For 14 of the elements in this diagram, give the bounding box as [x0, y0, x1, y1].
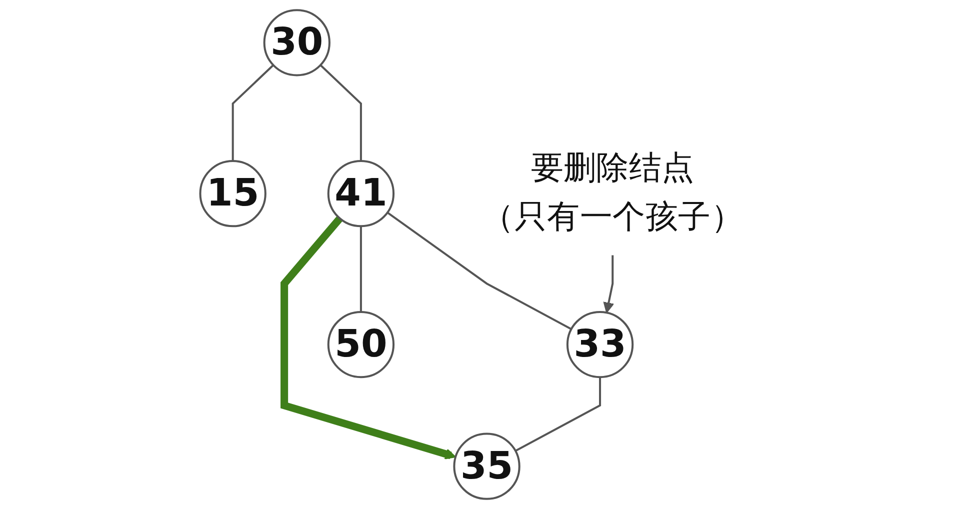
- node-circle: 33: [566, 310, 634, 378]
- node-circle: 15: [199, 160, 266, 228]
- connector: [360, 226, 362, 312]
- connector: [515, 377, 602, 452]
- arrow: [603, 255, 614, 314]
- connector: [386, 212, 572, 330]
- node-circle: 35: [453, 432, 520, 500]
- node-circle: 50: [327, 310, 395, 378]
- node-circle: 41: [327, 160, 395, 228]
- connector: [232, 64, 274, 161]
- connector: [320, 64, 362, 161]
- node-circle: 30: [263, 9, 330, 76]
- node-text: 要删除结点 （只有一个孩子）: [482, 150, 744, 236]
- arrow: [280, 216, 456, 460]
